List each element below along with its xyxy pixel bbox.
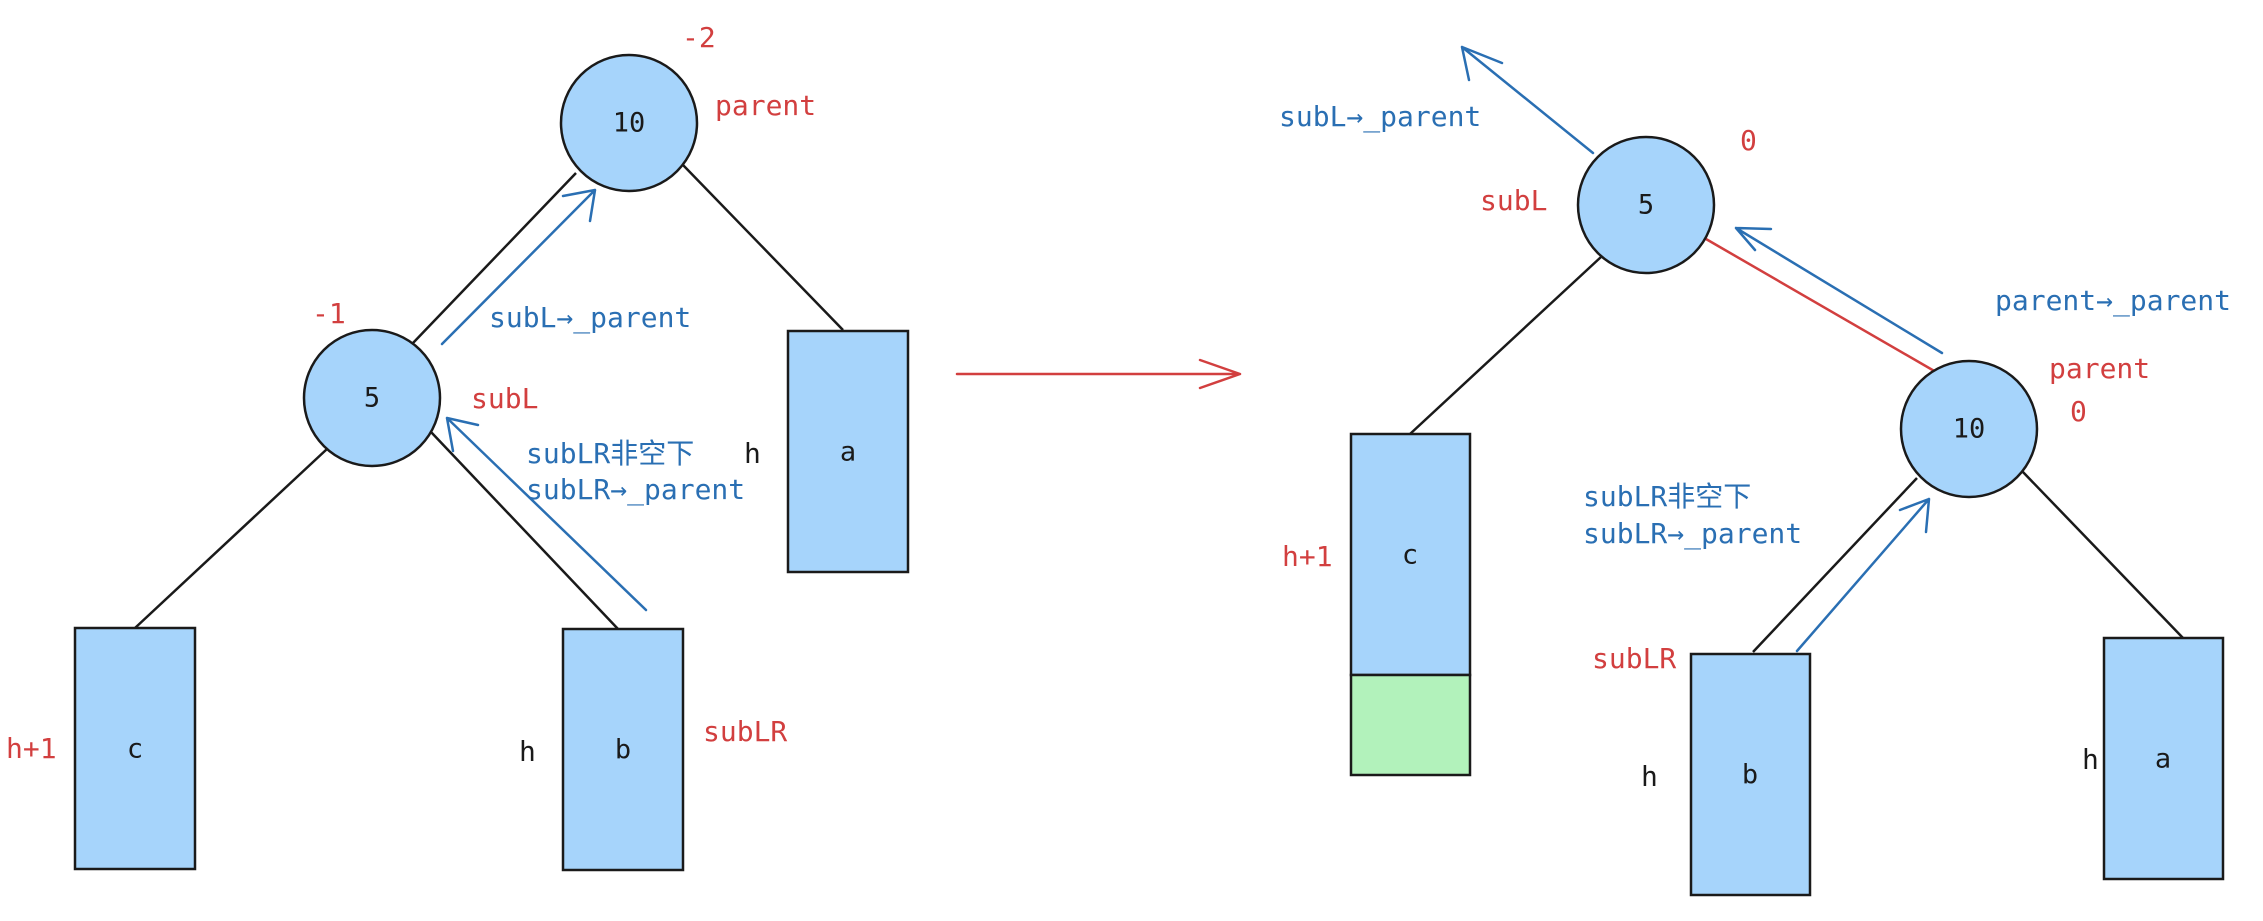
tag-subLR-after: subLR (1592, 642, 1676, 675)
height-a-after: h (2082, 743, 2099, 776)
label-subL-parent-after: subL→_parent (1279, 100, 1481, 134)
arrow-subLR-to-parent (445, 416, 648, 612)
bf-node-10-after: 0 (2070, 395, 2087, 428)
subtree-a (786, 329, 910, 574)
label-subLR-line2-after: subLR→_parent (1583, 517, 1802, 551)
subtree-b-after-label: b (1742, 760, 1758, 791)
label-subLR-line2: subLR→_parent (526, 473, 745, 507)
label-subL-parent: subL→_parent (489, 301, 691, 335)
subtree-a-after (2102, 636, 2225, 881)
node-5-after-value: 5 (1638, 190, 1654, 221)
tag-subLR: subLR (703, 715, 787, 748)
arrow-subL-to-parent-after (1460, 45, 1595, 155)
bf-node-10: -2 (682, 21, 716, 54)
arrow-subLR-to-parent-after (1795, 497, 1931, 653)
node-10-value: 10 (613, 108, 646, 139)
subtree-c (73, 626, 197, 871)
subtree-b-after (1689, 652, 1812, 897)
subtree-c-after-label: c (1402, 540, 1418, 571)
arrow-subL-to-parent (440, 188, 597, 346)
label-subLR-line1-after: subLR非空下 (1583, 480, 1751, 513)
edge-5-c-after (1409, 256, 1602, 435)
subtree-b-label: b (615, 735, 631, 766)
edge-5-10-after (1705, 237, 1937, 374)
height-a: h (744, 437, 761, 470)
after-rotation: 5 10 c b a subL→_parent 0 subL parent→_p… (1279, 45, 2231, 897)
node-5-circle (302, 328, 442, 468)
label-subLR-line1: subLR非空下 (526, 437, 694, 470)
bf-node-5-after: 0 (1740, 124, 1757, 157)
tag-parent-after: parent (2049, 352, 2150, 385)
edge-10-5 (412, 172, 577, 344)
edge-10-a (682, 164, 844, 331)
subtree-a-label: a (840, 437, 856, 468)
subtree-b (561, 627, 685, 872)
subtree-c-after (1349, 432, 1472, 677)
height-b: h (519, 735, 536, 768)
edge-10-a-after (2021, 470, 2184, 639)
subtree-c-added-height (1349, 673, 1472, 777)
label-parent-parent-after: parent→_parent (1995, 284, 2231, 318)
node-10-after-value: 10 (1953, 414, 1986, 445)
tag-parent: parent (715, 89, 816, 122)
subtree-c-label: c (127, 734, 143, 765)
before-rotation: 10 5 c b a -2 parent -1 subL subL→_paren… (6, 21, 910, 872)
node-5-value: 5 (364, 383, 380, 414)
bf-node-5: -1 (312, 297, 346, 330)
arrow-parent-to-parent-after (1734, 226, 1944, 355)
tag-subL-after: subL (1480, 184, 1547, 217)
node-5-after-circle (1576, 135, 1716, 275)
subtree-a-after-label: a (2155, 744, 2171, 775)
tag-subL: subL (471, 382, 538, 415)
node-10-circle (559, 53, 699, 193)
height-c: h+1 (6, 732, 57, 765)
edge-5-b (430, 431, 619, 630)
edge-10-b-after (1752, 477, 1918, 653)
height-b-after: h (1641, 760, 1658, 793)
node-10-after-circle (1899, 359, 2039, 499)
transition-arrow (955, 358, 1242, 390)
height-c-after: h+1 (1282, 540, 1333, 573)
edge-5-c (134, 448, 328, 629)
